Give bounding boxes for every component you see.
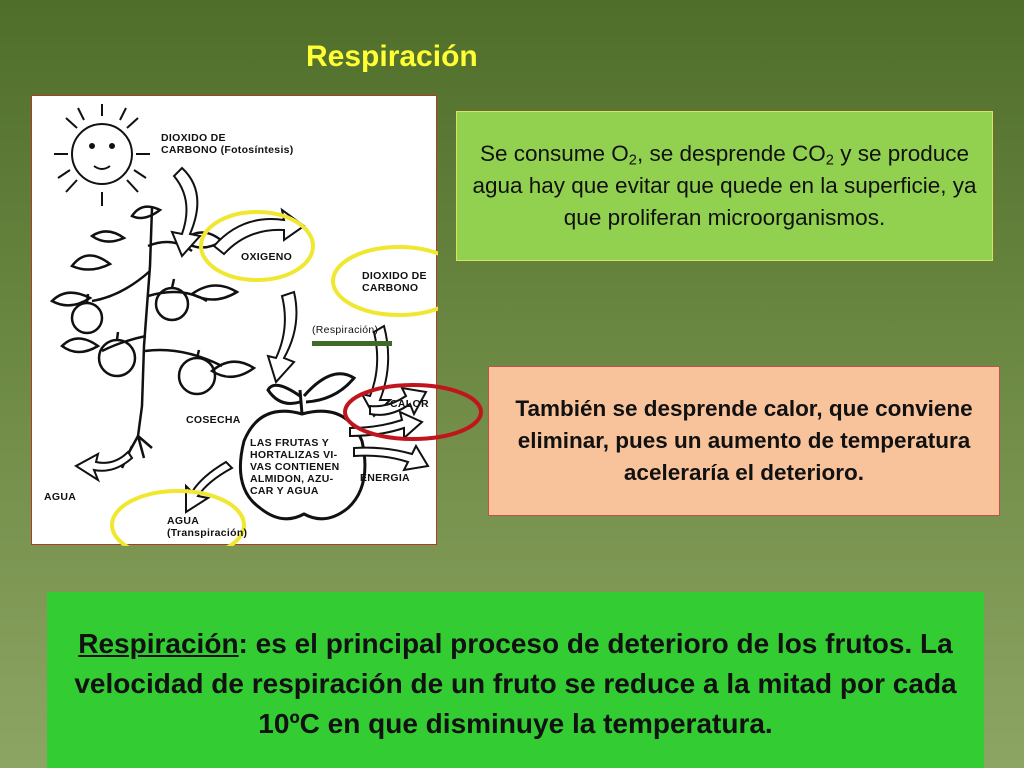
slide-title: Respiración xyxy=(306,40,478,73)
dioxido-highlight-circle xyxy=(331,245,438,317)
heat-text: También se desprende calor, que conviene… xyxy=(515,396,973,485)
label-cosecha: COSECHA xyxy=(186,414,241,426)
diagram-drawing xyxy=(49,104,438,546)
label-agua-transpiracion: AGUA (Transpiración) xyxy=(167,515,248,539)
heat-info-box: También se desprende calor, que conviene… xyxy=(488,366,1000,516)
consumption-text: Se consume O2, se desprende CO2 y se pro… xyxy=(472,141,977,230)
flow-arrows xyxy=(74,166,430,514)
label-frutas: LAS FRUTAS Y HORTALIZAS VI- VAS CONTIENE… xyxy=(250,437,340,497)
label-energia: ENERGIA xyxy=(360,472,410,484)
label-dioxido-fotosintesis: DIOXIDO DE CARBONO (Fotosíntesis) xyxy=(161,132,294,156)
oxigeno-highlight-circle xyxy=(199,210,315,282)
sun-icon xyxy=(54,104,150,206)
definition-text: Respiración: es el principal proceso de … xyxy=(74,628,957,739)
agua-highlight-circle xyxy=(110,489,246,546)
label-calor: CALOR xyxy=(390,398,429,410)
respiration-diagram: DIOXIDO DE CARBONO (Fotosíntesis) OXIGEN… xyxy=(31,95,438,546)
label-dioxido-carbono: DIOXIDO DE CARBONO xyxy=(362,270,427,294)
label-agua: AGUA xyxy=(44,491,77,503)
consumption-info-box: Se consume O2, se desprende CO2 y se pro… xyxy=(456,111,993,261)
apple-icon xyxy=(238,372,367,521)
definition-box: Respiración: es el principal proceso de … xyxy=(47,592,984,768)
definition-term: Respiración xyxy=(78,628,239,659)
respiracion-underline xyxy=(312,341,392,346)
calor-highlight-circle xyxy=(343,383,483,441)
label-oxigeno: OXIGENO xyxy=(241,251,293,263)
label-respiracion: (Respiración) xyxy=(312,324,379,336)
